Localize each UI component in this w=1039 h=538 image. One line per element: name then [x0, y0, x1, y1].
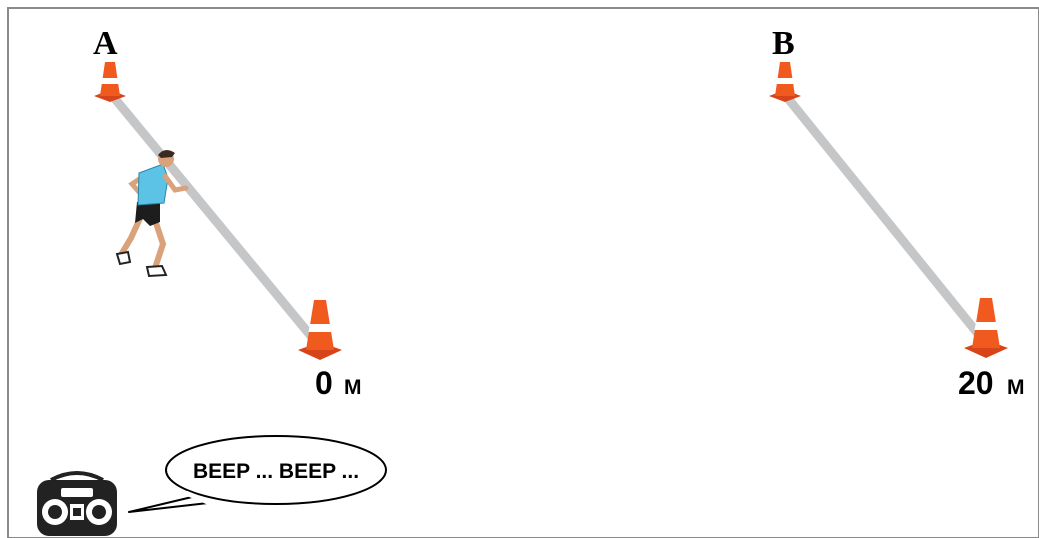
distance-label-start: 0 M [315, 365, 362, 401]
speech-bubble: BEEP ... BEEP ... [128, 435, 387, 513]
diagram-border [7, 7, 1039, 538]
distance-value: 0 [315, 365, 333, 401]
boombox-icon [37, 471, 117, 536]
lane-b: B 20 M [769, 25, 1025, 401]
lane-b-track [781, 91, 992, 350]
traffic-cone-icon [964, 298, 1008, 358]
distance-label-end: 20 M [958, 365, 1025, 401]
distance-unit: M [344, 376, 362, 399]
lane-a: A 0 M [93, 25, 362, 401]
cone-label-a: A [93, 25, 118, 62]
distance-unit: M [1007, 376, 1025, 399]
traffic-cone-icon [298, 300, 342, 360]
traffic-cone-icon [94, 62, 126, 102]
cone-label-b: B [772, 25, 795, 62]
runner-icon [115, 149, 189, 278]
lane-a-track [106, 89, 325, 352]
distance-value: 20 [958, 365, 994, 401]
traffic-cone-icon [769, 62, 801, 102]
beep-text: BEEP ... BEEP ... [193, 460, 359, 483]
